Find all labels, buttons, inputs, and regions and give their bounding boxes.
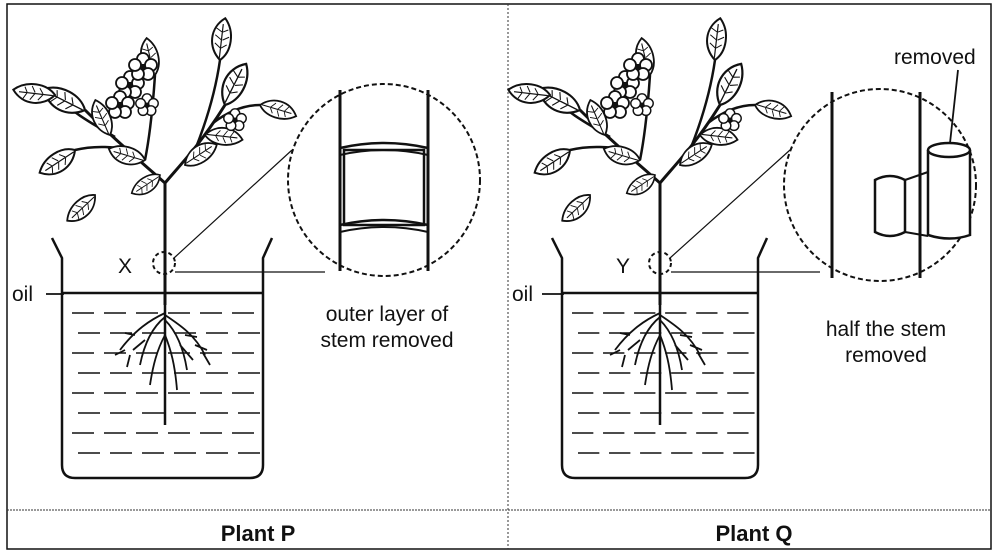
panel-plant-p: X oil outer layer of stem removed Plant …: [12, 17, 480, 546]
annotation-p-line1: outer layer of: [326, 303, 449, 326]
water-q: [572, 313, 755, 453]
annotation-q-line1: half the stem: [826, 318, 946, 341]
oil-label-p: oil: [12, 283, 33, 306]
plant-q: [507, 17, 794, 425]
callout-removed: removed: [894, 46, 976, 69]
annotation-q-line2: removed: [845, 344, 927, 367]
caption-plant-q: Plant Q: [715, 521, 792, 546]
caption-plant-p: Plant P: [221, 521, 296, 546]
zoom-detail-p: [288, 84, 480, 276]
annotation-p-line2: stem removed: [320, 329, 453, 352]
plant-p: [12, 17, 299, 425]
marker-x-label: X: [118, 255, 132, 278]
panel-plant-q: Y oil removed half the stem removed Plan…: [507, 17, 976, 546]
marker-y-label: Y: [616, 255, 630, 278]
zoom-detail-q: [784, 89, 976, 281]
oil-label-q: oil: [512, 283, 533, 306]
beaker-p: [52, 238, 272, 478]
